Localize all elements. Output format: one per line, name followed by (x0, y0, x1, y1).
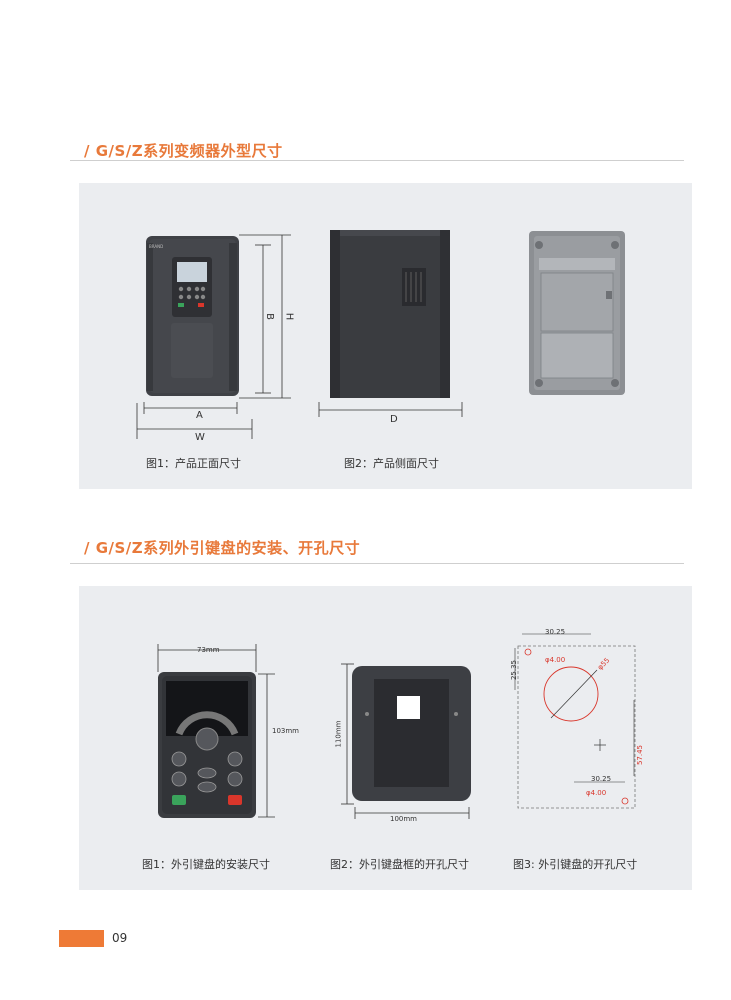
svg-text:BRAND: BRAND (149, 244, 163, 249)
cutout-left-height: 25.35 (510, 659, 519, 681)
section2-divider (70, 563, 684, 564)
keypad-width-label: 73mm (197, 646, 220, 654)
cutout-top-width: 30.25 (545, 628, 566, 636)
dim-label-b: B (263, 313, 275, 320)
caption-front-view: 图1：产品正面尺寸 (146, 457, 241, 470)
frame-height-label: 110mm (334, 720, 343, 748)
section2-panel: 73mm 103mm 110mm 100mm 30.25 25.35 φ4.00… (79, 586, 692, 890)
front-view-figure: BRAND (136, 230, 625, 439)
caption-frame-cutout: 图2：外引键盘框的开孔尺寸 (330, 858, 469, 871)
cutout-hole-bottom: φ4.00 (586, 789, 607, 797)
caption-keypad-install: 图1：外引键盘的安装尺寸 (142, 858, 270, 871)
section1-panel: BRAND (79, 183, 692, 489)
dim-label-h: H (283, 312, 295, 321)
section1-divider (70, 160, 684, 161)
caption-keypad-cutout: 图3: 外引键盘的开孔尺寸 (513, 858, 638, 871)
dim-label-w: W (195, 432, 205, 443)
dim-label-a: A (196, 410, 203, 421)
section1-title: / G/S/Z系列变频器外型尺寸 (84, 142, 283, 160)
cutout-hole-top: φ4.00 (545, 656, 566, 664)
keypad-figures (157, 633, 636, 819)
section2-title: / G/S/Z系列外引键盘的安装、开孔尺寸 (84, 539, 361, 557)
dim-label-d: D (390, 414, 398, 425)
page-number-badge (59, 930, 104, 947)
cutout-bottom-width: 30.25 (591, 775, 612, 783)
frame-width-label: 100mm (390, 815, 417, 823)
page-number: 09 (112, 931, 128, 945)
keypad-height-label: 103mm (272, 727, 299, 735)
caption-side-view: 图2：产品侧面尺寸 (344, 457, 439, 470)
cutout-right-height: 57.45 (636, 744, 645, 766)
